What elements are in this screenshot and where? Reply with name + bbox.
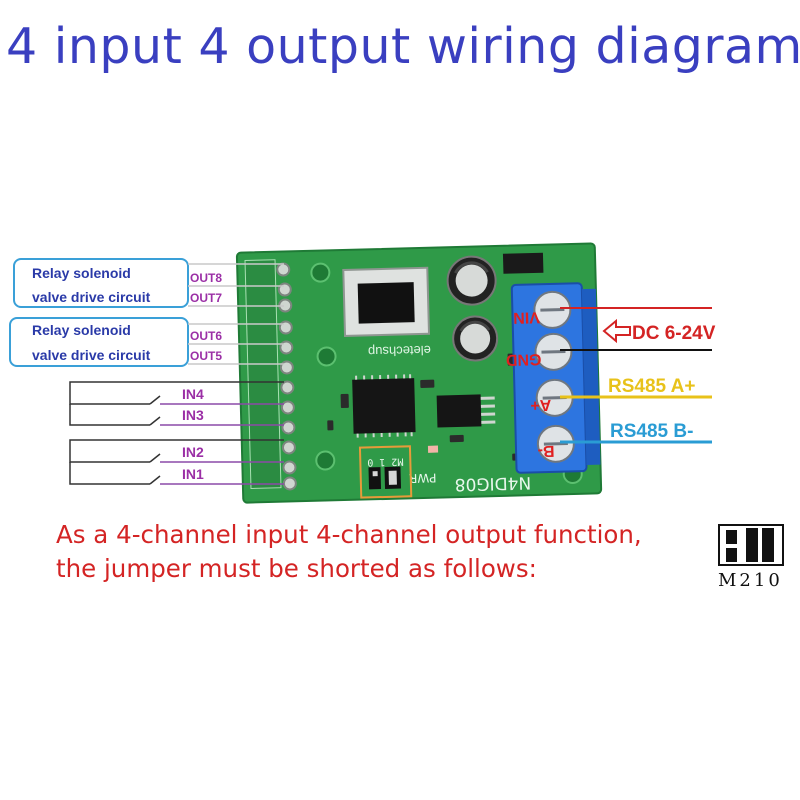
screw [533, 290, 572, 329]
board-model: N4DIG08 [454, 472, 531, 494]
jumper-legend-shunt [762, 528, 774, 562]
terminal-a-label: A+ [530, 396, 551, 414]
capacitor [446, 255, 497, 306]
relay-box: Relay solenoid valve drive circuit [9, 317, 189, 367]
jumper-board-label: M2 1 0 [367, 455, 403, 467]
jumper-block: M2 1 0 [358, 445, 413, 499]
relay-box: Relay solenoid valve drive circuit [13, 258, 189, 308]
note-line: the jumper must be shorted as follows: [56, 554, 537, 583]
relay-box-line1: Relay solenoid [32, 265, 131, 281]
arrow-left-icon [602, 318, 631, 344]
output-label: OUT6 [190, 329, 222, 343]
jumper-legend-pin [726, 548, 737, 562]
jumper-legend-shunt [746, 528, 758, 562]
output-label: OUT8 [190, 271, 222, 285]
note-line: As a 4-channel input 4-channel output fu… [56, 520, 642, 549]
power-label: DC 6-24V [632, 323, 716, 344]
mounting-hole [310, 262, 331, 283]
main-ic [352, 374, 416, 438]
mounting-hole [315, 450, 336, 471]
relay-box-line2: valve drive circuit [32, 347, 151, 363]
jumper-legend: M210 [714, 520, 790, 596]
rs485-b-label: RS485 B- [610, 421, 693, 442]
relay-box-line1: Relay solenoid [32, 322, 131, 338]
input-wires [69, 381, 284, 485]
diagram-title: 4 input 4 output wiring diagram [6, 18, 800, 75]
screw [534, 332, 573, 371]
input-signal-wires [160, 403, 284, 485]
pwr-label: PWR [409, 471, 437, 486]
brand-text: eletechsup [368, 343, 431, 360]
jumper-legend-pin [726, 530, 737, 544]
pcb-board: eletechsup [235, 242, 603, 504]
input-label: IN4 [182, 386, 204, 402]
capacitor [452, 315, 499, 362]
pwr-led [427, 445, 439, 453]
mosfet [342, 266, 431, 337]
rs485-a-label: RS485 A+ [608, 376, 696, 397]
output-label: OUT7 [190, 291, 222, 305]
relay-box-line2: valve drive circuit [32, 289, 151, 305]
top-header [502, 252, 544, 274]
output-wires [188, 263, 284, 365]
terminal-block: VIN GND A+ B- [506, 282, 601, 474]
terminal-gnd-label: GND [506, 350, 542, 368]
jumper-legend-label: M210 [718, 570, 783, 591]
jumper-note: As a 4-channel input 4-channel output fu… [56, 518, 642, 586]
mounting-hole [316, 346, 337, 367]
rs485-ic [436, 394, 496, 428]
terminal-b-label: B- [537, 442, 554, 459]
output-label: OUT5 [190, 349, 222, 363]
jumper-legend-frame [718, 524, 784, 566]
input-label: IN2 [182, 444, 204, 460]
input-label: IN1 [182, 466, 204, 482]
input-label: IN3 [182, 407, 204, 423]
input-switches [149, 395, 161, 485]
terminal-vin-label: VIN [513, 308, 540, 326]
